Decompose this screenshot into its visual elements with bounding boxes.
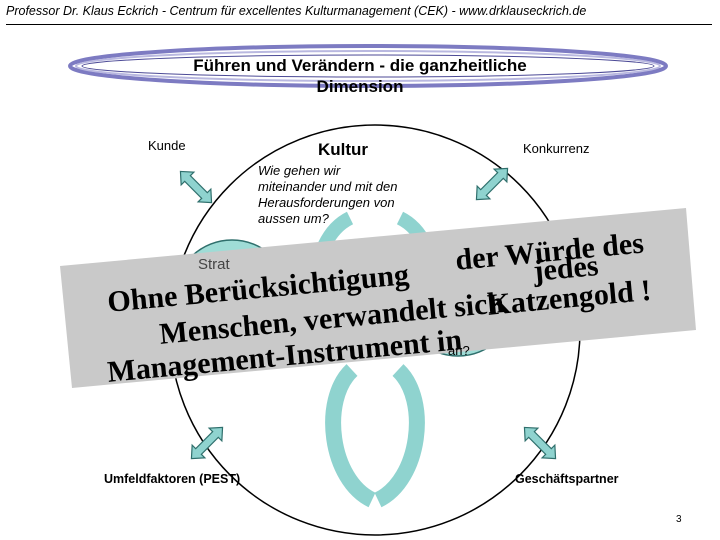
question-line: Wie gehen wir [258,163,341,178]
structure-partial-label: an? [448,343,470,358]
title-line-2: Dimension [316,77,404,96]
question-line: aussen um? [258,211,329,226]
title-oval-inner [75,50,661,82]
question-line: miteinander und mit den [258,179,398,194]
label-umfeldfaktoren: Umfeldfaktoren (PEST) [104,472,241,486]
cycle-arrow-bottom-right [373,364,425,508]
double-arrow-top-left [179,170,213,204]
label-geschaeftspartner: Geschäftspartner [515,472,619,486]
double-arrow-top-right [475,167,509,201]
label-kunde: Kunde [148,138,186,153]
title-oval-outer [68,44,668,88]
slide-title: Führen und Verändern - die ganzheitliche… [150,55,570,97]
page-number: 3 [676,514,682,525]
question-line: Herausforderungen von [258,195,395,210]
kultur-question: Wie gehen wir miteinander und mit den He… [258,163,458,227]
double-arrow-bottom-right [523,426,557,460]
label-konkurrenz: Konkurrenz [523,141,590,156]
double-arrow-bottom-left [190,426,224,460]
title-oval-core [81,54,655,78]
header-text: Professor Dr. Klaus Eckrich - Centrum fü… [6,4,587,18]
title-line-1: Führen und Verändern - die ganzheitliche [193,56,527,75]
kultur-heading: Kultur [318,140,369,159]
cycle-arrow-bottom-left [325,364,377,508]
strategy-partial-label: Strat [198,256,230,273]
quote-band [60,208,696,388]
header-divider [6,24,712,25]
